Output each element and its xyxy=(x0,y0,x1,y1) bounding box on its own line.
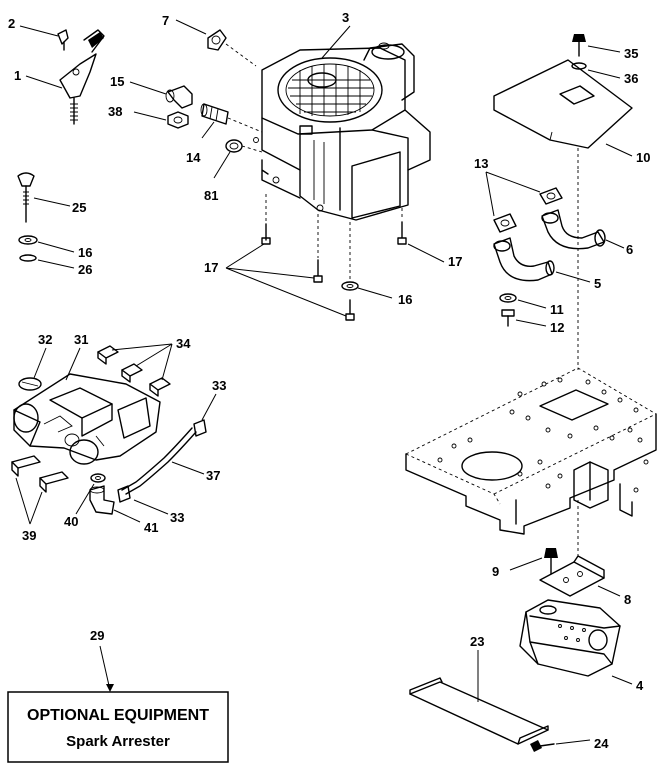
callout-26: 26 xyxy=(78,262,92,277)
screw-35 xyxy=(572,34,586,57)
clamp-32 xyxy=(18,377,42,391)
callout-31: 31 xyxy=(74,332,88,347)
callout-17-left: 17 xyxy=(204,260,218,275)
callout-5: 5 xyxy=(594,276,601,291)
callout-81: 81 xyxy=(204,188,218,203)
callout-14: 14 xyxy=(186,150,201,165)
callout-7: 7 xyxy=(162,13,169,28)
callout-39: 39 xyxy=(22,528,36,543)
callout-36: 36 xyxy=(624,71,638,86)
callout-13: 13 xyxy=(474,156,488,171)
bolt-25 xyxy=(17,172,35,223)
callout-25: 25 xyxy=(72,200,86,215)
nipple-fitting xyxy=(200,103,263,133)
hose-37 xyxy=(121,427,197,495)
callout-37: 37 xyxy=(206,468,220,483)
spark-arrester-label: Spark Arrester xyxy=(66,733,170,750)
muffler xyxy=(519,599,621,677)
callout-2: 2 xyxy=(8,16,15,31)
nut-38 xyxy=(167,111,189,129)
heat-shield xyxy=(493,59,633,170)
cable-clamp xyxy=(207,29,257,67)
callout-12: 12 xyxy=(550,320,564,335)
screw-9 xyxy=(544,548,558,575)
clamp-33-lower xyxy=(117,485,131,503)
optional-equipment-box xyxy=(7,691,229,763)
callout-33-lower: 33 xyxy=(170,510,184,525)
chassis-plate xyxy=(405,367,657,535)
engine-block xyxy=(253,42,431,221)
callout-15: 15 xyxy=(110,74,124,89)
exhaust-pipe-5 xyxy=(493,237,555,282)
washer-11 xyxy=(499,293,517,303)
plug-81 xyxy=(225,139,263,153)
throttle-control xyxy=(59,29,105,125)
screw-2 xyxy=(57,29,69,51)
callout-1: 1 xyxy=(14,68,21,83)
callout-10: 10 xyxy=(636,150,650,165)
clamp-33-upper xyxy=(193,419,207,437)
callout-16-engine: 16 xyxy=(398,292,412,307)
callout-33-upper: 33 xyxy=(212,378,226,393)
callout-23: 23 xyxy=(470,634,484,649)
callout-11: 11 xyxy=(550,302,564,317)
engine-bolts xyxy=(261,194,407,321)
gasket-left xyxy=(493,213,517,233)
washer-40 xyxy=(90,473,106,483)
washer-16 xyxy=(18,235,38,245)
callout-8: 8 xyxy=(624,592,631,607)
callout-17-right: 17 xyxy=(448,254,462,269)
spark-arrester-housing xyxy=(13,373,161,465)
washer-26 xyxy=(19,254,37,262)
callout-16-left: 16 xyxy=(78,245,92,260)
screw-24 xyxy=(530,740,555,752)
callout-40: 40 xyxy=(64,514,78,529)
callout-4: 4 xyxy=(636,678,644,693)
callout-9: 9 xyxy=(492,564,499,579)
pads-34 xyxy=(97,345,171,397)
exhaust-pipe-6 xyxy=(541,209,606,250)
callout-35: 35 xyxy=(624,46,638,61)
optional-equipment-title: OPTIONAL EQUIPMENT xyxy=(27,707,209,724)
bolt-12 xyxy=(501,309,515,327)
callout-41: 41 xyxy=(144,520,158,535)
gasket-upper xyxy=(539,187,563,205)
muffler-heat-shield xyxy=(409,677,549,745)
callout-24: 24 xyxy=(594,736,609,751)
pads-39 xyxy=(11,455,69,493)
callout-38: 38 xyxy=(108,104,122,119)
callout-32: 32 xyxy=(38,332,52,347)
callout-29: 29 xyxy=(90,628,104,643)
callout-6: 6 xyxy=(626,242,633,257)
callout-34: 34 xyxy=(176,336,191,351)
callout-3: 3 xyxy=(342,10,349,25)
muffler-bracket xyxy=(539,555,605,597)
washer-36 xyxy=(571,62,587,70)
elbow-fitting xyxy=(165,85,193,109)
elbow-41 xyxy=(89,485,115,515)
